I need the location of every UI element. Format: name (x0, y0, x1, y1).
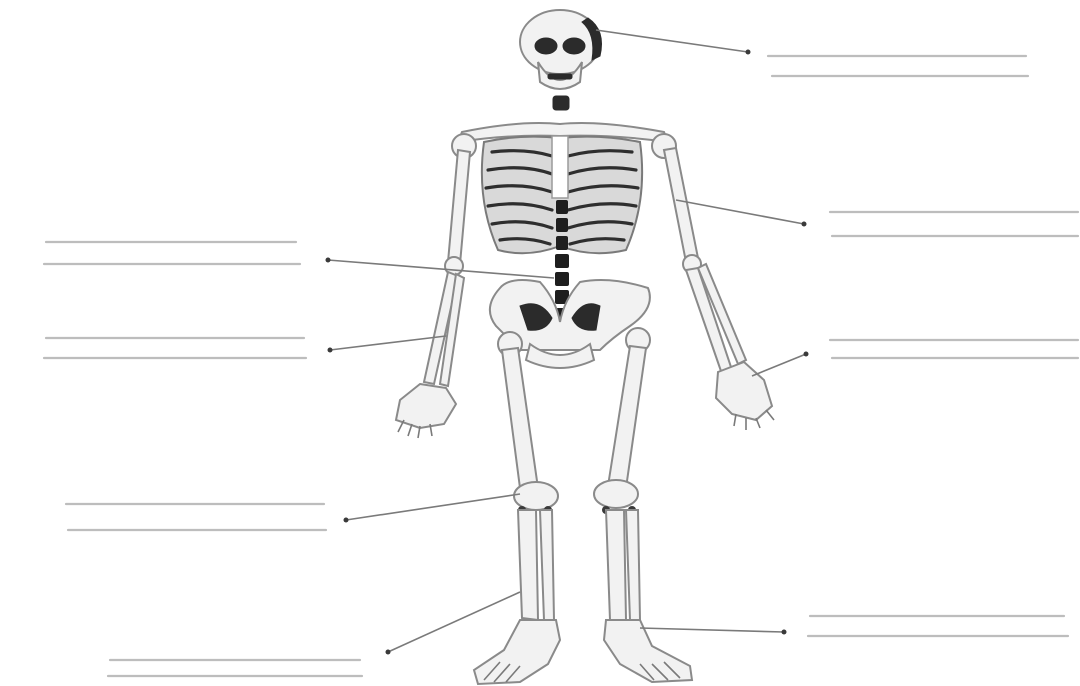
leader-tip-forearm (328, 348, 333, 353)
leader-tip-shin (386, 650, 391, 655)
leader-line-foot (640, 628, 784, 632)
skeleton-figure (396, 10, 774, 684)
label-foot (640, 616, 1068, 636)
leader-tip-knee (344, 518, 349, 523)
leader-line-skull (596, 30, 748, 52)
ribcage (482, 136, 642, 253)
label-spine (44, 242, 554, 278)
leader-line-spine (328, 260, 554, 278)
feet (474, 620, 692, 684)
label-shin (108, 592, 520, 676)
label-knee (66, 494, 520, 530)
leader-tip-spine (326, 258, 331, 263)
label-forearm (44, 336, 446, 358)
leader-tip-skull (746, 50, 751, 55)
skull (520, 10, 602, 110)
leader-line-ribcage (676, 200, 804, 224)
legs (498, 328, 650, 620)
label-skull (596, 30, 1028, 76)
label-ribcage (676, 200, 1078, 236)
leader-line-hand (752, 354, 806, 376)
arm-left (396, 150, 470, 438)
leader-tip-ribcage (802, 222, 807, 227)
arm-right (664, 148, 774, 430)
leader-line-knee (346, 494, 520, 520)
leader-line-forearm (330, 336, 446, 350)
leader-tip-foot (782, 630, 787, 635)
leader-line-shin (388, 592, 520, 652)
leader-tip-hand (804, 352, 809, 357)
label-hand (752, 340, 1078, 376)
